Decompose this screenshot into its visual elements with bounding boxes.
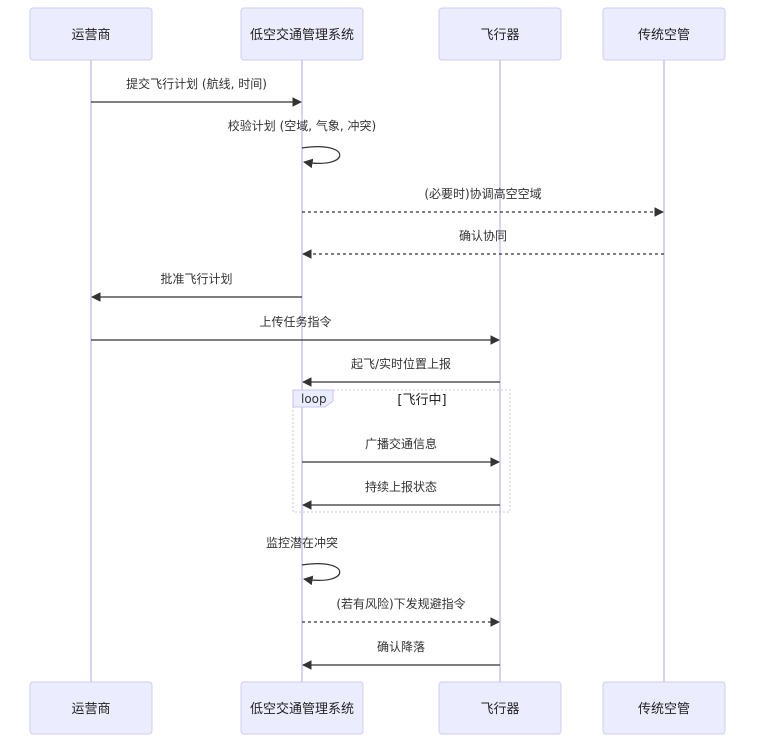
loop-frame: loop [飞行中] bbox=[292, 389, 511, 513]
message-arrow-10 bbox=[301, 563, 341, 586]
actor-label-top-atc: 传统空管 bbox=[638, 28, 690, 43]
actor-box-top-op bbox=[29, 7, 153, 61]
actor-label-bottom-uav: 飞行器 bbox=[480, 702, 519, 717]
message-label-8: 广播交通信息 bbox=[365, 436, 437, 451]
actor-label-top-uav: 飞行器 bbox=[480, 28, 519, 43]
loop-tab bbox=[292, 389, 334, 408]
loop-label: loop bbox=[301, 392, 327, 406]
actor-label-bottom-ltms: 低空交通管理系统 bbox=[250, 701, 354, 717]
actor-box-top-atc bbox=[602, 7, 726, 61]
messages: 提交飞行计划 (航线, 时间) 校验计划 (空域, 气象, 冲突) (必要时)协调高… bbox=[91, 76, 664, 670]
message-arrow-2 bbox=[301, 146, 341, 169]
message-label-4: 确认协同 bbox=[459, 228, 507, 243]
message-label-5: 批准飞行计划 bbox=[160, 271, 232, 286]
message-label-10: 监控潜在冲突 bbox=[266, 535, 338, 550]
message-label-9: 持续上报状态 bbox=[365, 479, 437, 494]
actor-box-bottom-op bbox=[29, 681, 153, 735]
actor-label-bottom-op: 运营商 bbox=[71, 702, 110, 717]
actor-box-top-ltms bbox=[240, 7, 364, 61]
actor-label-bottom-atc: 传统空管 bbox=[638, 702, 690, 717]
message-label-2: 校验计划 (空域, 气象, 冲突) bbox=[228, 118, 376, 133]
message-label-1: 提交飞行计划 (航线, 时间) bbox=[126, 76, 267, 91]
message-label-3: (必要时)协调高空空域 bbox=[424, 186, 541, 201]
actors-bottom: 运营商 低空交通管理系统 飞行器 传统空管 bbox=[29, 681, 726, 735]
lifelines bbox=[90, 60, 665, 682]
message-label-11: (若有风险)下发规避指令 bbox=[336, 596, 465, 611]
actor-box-top-uav bbox=[438, 7, 562, 61]
actor-box-bottom-atc bbox=[602, 681, 726, 735]
message-label-12: 确认降落 bbox=[377, 640, 425, 654]
loop-condition: [飞行中] bbox=[397, 393, 446, 408]
loop-box bbox=[292, 389, 511, 513]
actor-label-top-op: 运营商 bbox=[71, 28, 110, 43]
actor-label-top-ltms: 低空交通管理系统 bbox=[250, 27, 354, 43]
message-label-7: 起飞/实时位置上报 bbox=[351, 356, 451, 371]
actor-box-bottom-ltms bbox=[240, 681, 364, 735]
actors-top: 运营商 低空交通管理系统 飞行器 传统空管 bbox=[29, 7, 726, 61]
actor-box-bottom-uav bbox=[438, 681, 562, 735]
message-label-6: 上传任务指令 bbox=[259, 314, 331, 329]
